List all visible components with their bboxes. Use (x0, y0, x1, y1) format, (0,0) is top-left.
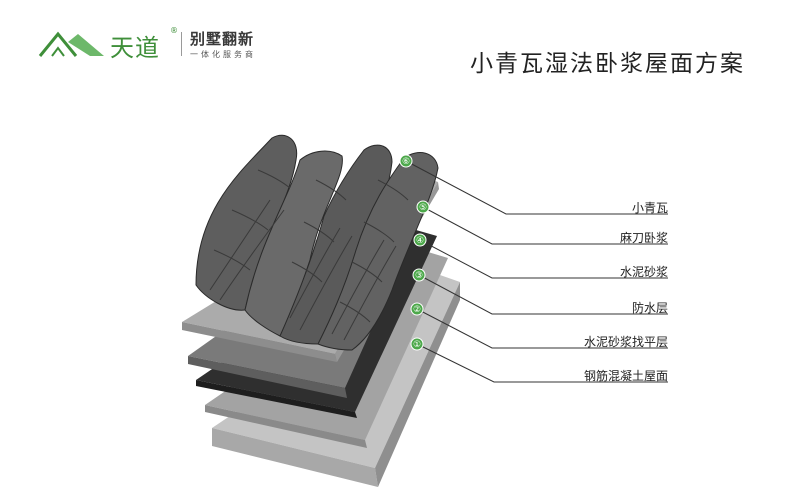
label-concrete-roof: 钢筋混凝土屋面 (583, 369, 668, 383)
marker-number-2: ② (413, 305, 421, 315)
brand-logo: 天道 ® 别墅翻新 一体化服务商 (38, 26, 278, 62)
marker-6 (399, 154, 413, 168)
marker-number-1: ① (413, 340, 421, 350)
label-cement-mortar: 水泥砂浆 (619, 265, 668, 279)
marker-number-4: ④ (416, 236, 424, 246)
marker-1 (410, 337, 424, 351)
house-logo-icon (38, 31, 104, 57)
marker-2 (410, 302, 424, 316)
leader-line-3 (418, 274, 668, 315)
marker-number-6: ⑥ (402, 157, 410, 167)
leader-line-1 (416, 343, 668, 383)
leader-line-2 (416, 308, 668, 349)
layer-markers (399, 154, 430, 351)
label-waterproof: 防水层 (631, 301, 668, 315)
leader-line-4 (419, 239, 668, 279)
brand-slogan: 别墅翻新 (190, 30, 255, 48)
leader-lines (405, 160, 668, 383)
marker-number-3: ③ (415, 271, 423, 281)
marker-4 (413, 233, 427, 247)
registered-mark: ® (170, 26, 178, 35)
label-small-blue-tile: 小青瓦 (631, 201, 668, 215)
page-title: 小青瓦湿法卧浆屋面方案 (470, 51, 745, 77)
logo-divider (181, 32, 182, 56)
leader-line-5 (422, 206, 668, 245)
label-hemp-mortar: 麻刀卧浆 (619, 231, 668, 245)
marker-number-5: ⑤ (419, 203, 427, 213)
leader-line-6 (405, 160, 668, 215)
brand-subtitle: 一体化服务商 (190, 50, 256, 59)
marker-3 (412, 268, 426, 282)
layer-tiles (195, 134, 439, 351)
marker-5 (416, 200, 430, 214)
brand-name: 天道 (110, 34, 160, 62)
label-screed: 水泥砂浆找平层 (583, 335, 668, 349)
